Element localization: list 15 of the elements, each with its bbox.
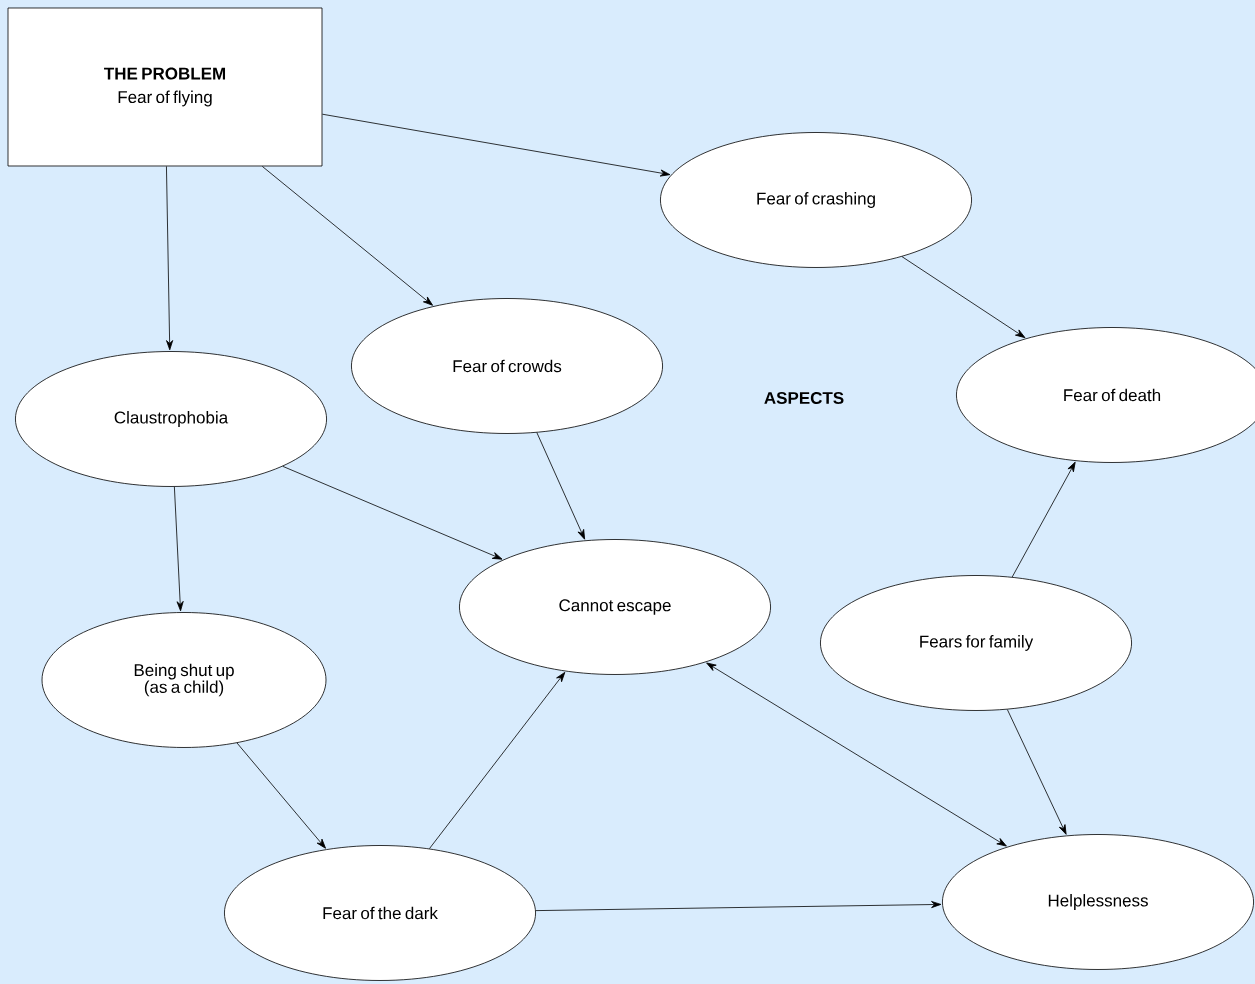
problem-box: THE PROBLEM Fear of flying bbox=[7, 7, 323, 167]
arrow bbox=[1006, 709, 1067, 835]
arrow bbox=[261, 166, 433, 306]
arrow bbox=[282, 465, 503, 560]
arrow bbox=[706, 662, 1007, 847]
arrow bbox=[1011, 461, 1076, 578]
section-label: ASPECTS bbox=[764, 392, 844, 404]
arrow bbox=[174, 486, 184, 612]
arrow bbox=[901, 256, 1026, 339]
arrow bbox=[322, 113, 671, 177]
arrow bbox=[535, 901, 942, 911]
arrow bbox=[236, 742, 326, 849]
arrow bbox=[536, 432, 586, 540]
arrow bbox=[166, 166, 174, 351]
arrow bbox=[429, 672, 566, 849]
